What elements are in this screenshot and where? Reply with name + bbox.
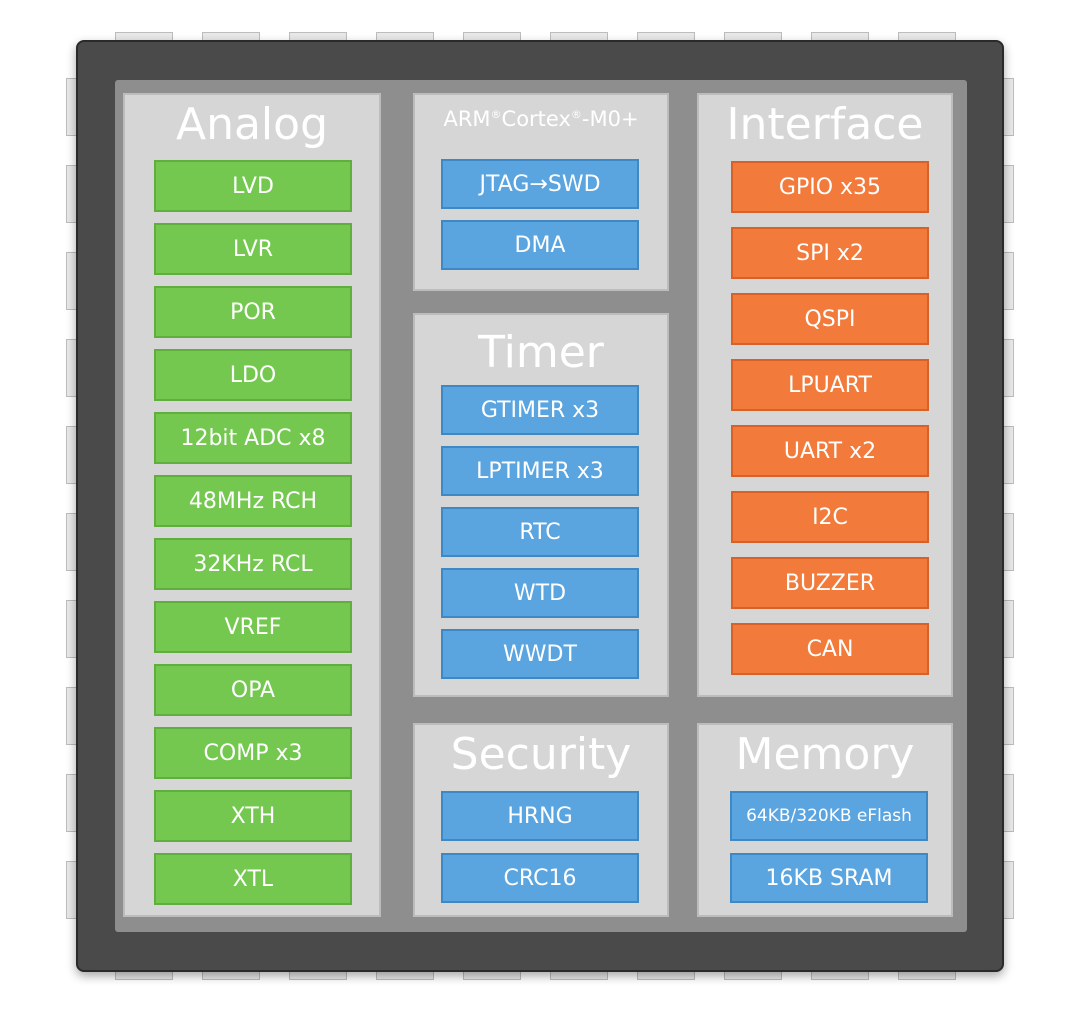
timer-block-rtc: RTC xyxy=(441,507,639,557)
interface-block-lpuart: LPUART xyxy=(731,359,929,411)
interface-title: Interface xyxy=(726,99,924,150)
security-panel: Security HRNG CRC16 xyxy=(413,723,669,917)
analog-block-adc: 12bit ADC x8 xyxy=(154,412,352,464)
interface-block-can: CAN xyxy=(731,623,929,675)
interface-block-i2c: I2C xyxy=(731,491,929,543)
security-block-hrng: HRNG xyxy=(441,791,639,841)
memory-block-sram: 16KB SRAM xyxy=(730,853,928,903)
cpu-panel: ARM®Cortex®-M0+ JTAG→SWD DMA xyxy=(413,93,669,291)
cpu-title-cortex: Cortex xyxy=(501,107,571,131)
security-title: Security xyxy=(450,729,632,780)
cpu-title-arm: ARM xyxy=(443,107,491,131)
analog-block-ldo: LDO xyxy=(154,349,352,401)
analog-block-vref: VREF xyxy=(154,601,352,653)
analog-block-lvd: LVD xyxy=(154,160,352,212)
timer-block-wwdt: WWDT xyxy=(441,629,639,679)
timer-panel: Timer GTIMER x3 LPTIMER x3 RTC WTD WWDT xyxy=(413,313,669,697)
timer-block-gtimer: GTIMER x3 xyxy=(441,385,639,435)
memory-panel: Memory 64KB/320KB eFlash 16KB SRAM xyxy=(697,723,953,917)
cpu-block-jtag: JTAG→SWD xyxy=(441,159,639,209)
analog-block-xtl: XTL xyxy=(154,853,352,905)
timer-title: Timer xyxy=(478,327,604,378)
analog-block-por: POR xyxy=(154,286,352,338)
memory-title: Memory xyxy=(735,729,915,780)
analog-title: Analog xyxy=(175,99,329,150)
timer-block-lptimer: LPTIMER x3 xyxy=(441,446,639,496)
interface-block-spi: SPI x2 xyxy=(731,227,929,279)
registered-mark: ® xyxy=(490,108,502,121)
analog-block-rch: 48MHz RCH xyxy=(154,475,352,527)
registered-mark: ® xyxy=(570,108,582,121)
analog-block-comp: COMP x3 xyxy=(154,727,352,779)
cpu-block-dma: DMA xyxy=(441,220,639,270)
interface-block-buzzer: BUZZER xyxy=(731,557,929,609)
analog-block-opa: OPA xyxy=(154,664,352,716)
cpu-title-m0: -M0+ xyxy=(581,107,639,131)
memory-block-eflash: 64KB/320KB eFlash xyxy=(730,791,928,841)
analog-block-lvr: LVR xyxy=(154,223,352,275)
interface-block-gpio: GPIO x35 xyxy=(731,161,929,213)
interface-block-uart: UART x2 xyxy=(731,425,929,477)
analog-block-rcl: 32KHz RCL xyxy=(154,538,352,590)
cpu-title: ARM®Cortex®-M0+ xyxy=(415,107,667,131)
analog-block-xth: XTH xyxy=(154,790,352,842)
security-block-crc16: CRC16 xyxy=(441,853,639,903)
interface-panel: Interface GPIO x35 SPI x2 QSPI LPUART UA… xyxy=(697,93,953,697)
interface-block-qspi: QSPI xyxy=(731,293,929,345)
timer-block-wtd: WTD xyxy=(441,568,639,618)
analog-panel: Analog LVD LVR POR LDO 12bit ADC x8 48MH… xyxy=(123,93,381,917)
